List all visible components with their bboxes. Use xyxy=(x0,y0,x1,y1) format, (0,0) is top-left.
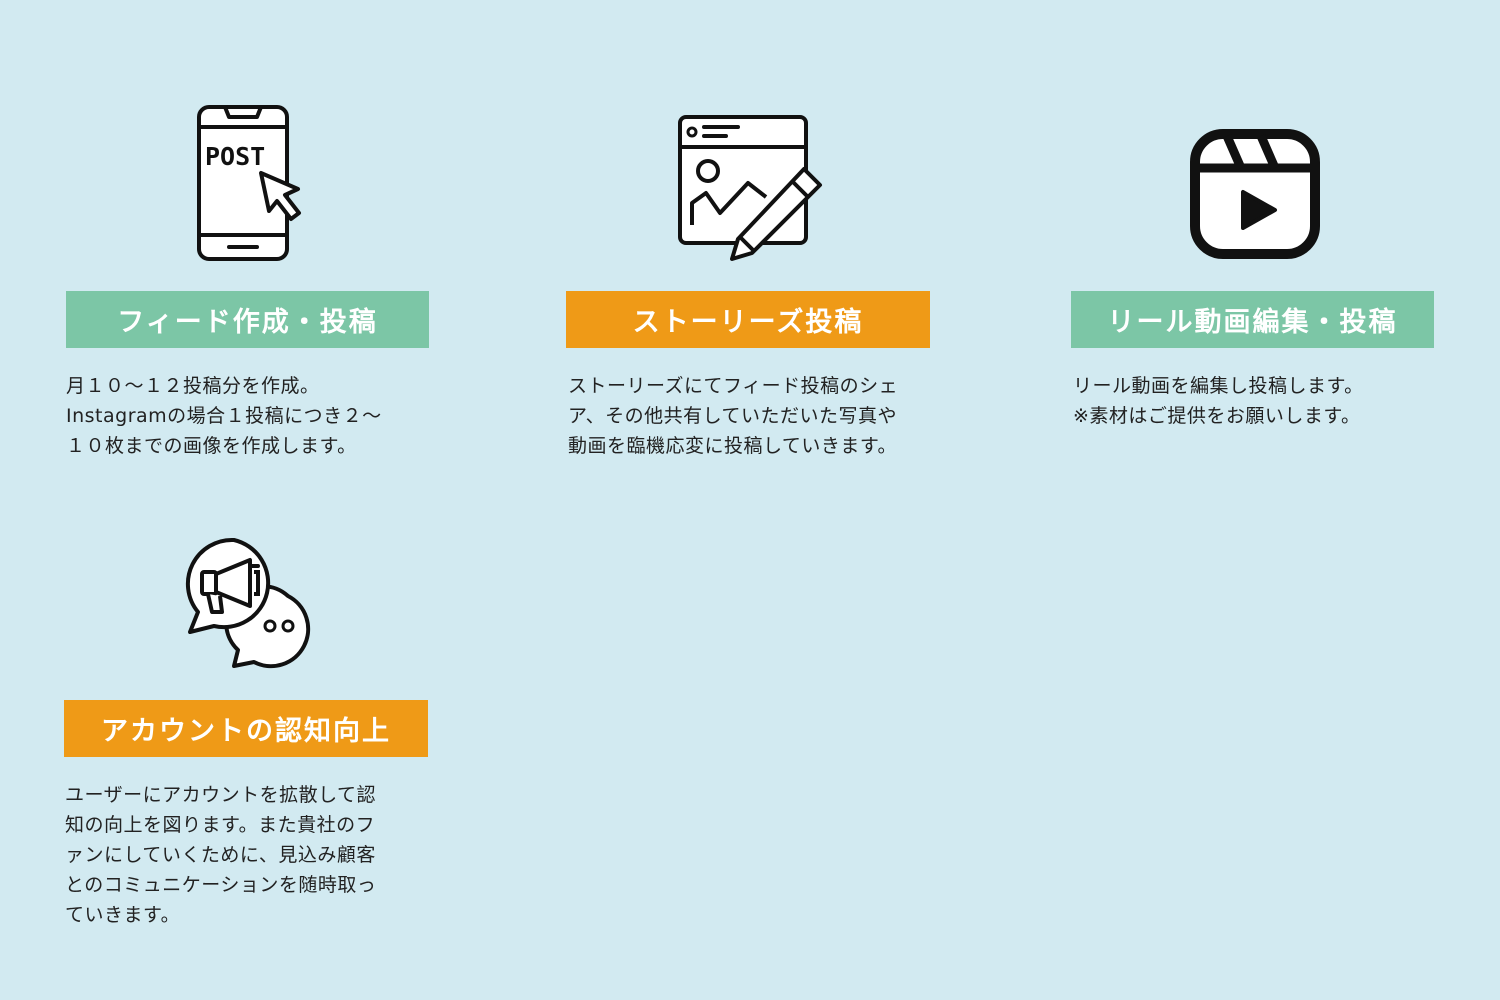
awareness-desc-line: ていきます。 xyxy=(65,904,181,926)
post-icon-text: POST xyxy=(205,142,265,171)
megaphone-chat-icon xyxy=(184,536,324,674)
stories-desc-line: 動画を臨機応変に投稿していきます。 xyxy=(568,435,898,457)
stories-description: ストーリーズにてフィード投稿のシェ ア、その他共有していただいた写真や 動画を臨… xyxy=(568,371,938,461)
reels-desc-line: ※素材はご提供をお願いします。 xyxy=(1073,405,1361,427)
stories-desc-line: ア、その他共有していただいた写真や xyxy=(568,405,898,427)
feed-title: フィード作成・投稿 xyxy=(66,291,429,348)
phone-post-icon: POST xyxy=(195,103,311,263)
awareness-desc-line: ユーザーにアカウントを拡散して認 xyxy=(65,784,377,806)
awareness-desc-line: とのコミュニケーションを随時取っ xyxy=(65,874,377,896)
awareness-description: ユーザーにアカウントを拡散して認 知の向上を図ります。また貴社のフ ァンにしてい… xyxy=(65,780,435,930)
reels-icon xyxy=(1189,128,1321,260)
feed-desc-line: 月１０～１２投稿分を作成。 xyxy=(66,375,320,397)
stories-title: ストーリーズ投稿 xyxy=(566,291,930,348)
reels-description: リール動画を編集し投稿します。 ※素材はご提供をお願いします。 xyxy=(1073,371,1443,431)
stories-desc-line: ストーリーズにてフィード投稿のシェ xyxy=(568,375,899,397)
image-edit-icon xyxy=(676,113,826,263)
feed-desc-line: １０枚までの画像を作成します。 xyxy=(66,435,357,457)
feed-description: 月１０～１２投稿分を作成。 Instagramの場合１投稿につき２～ １０枚まで… xyxy=(66,371,436,461)
awareness-title: アカウントの認知向上 xyxy=(64,700,428,757)
awareness-desc-line: 知の向上を図ります。また貴社のフ xyxy=(65,814,376,836)
awareness-desc-line: ァンにしていくために、見込み顧客 xyxy=(65,844,376,866)
reels-title: リール動画編集・投稿 xyxy=(1071,291,1434,348)
reels-desc-line: リール動画を編集し投稿します。 xyxy=(1073,375,1364,397)
feed-desc-line: Instagramの場合１投稿につき２～ xyxy=(66,405,382,427)
